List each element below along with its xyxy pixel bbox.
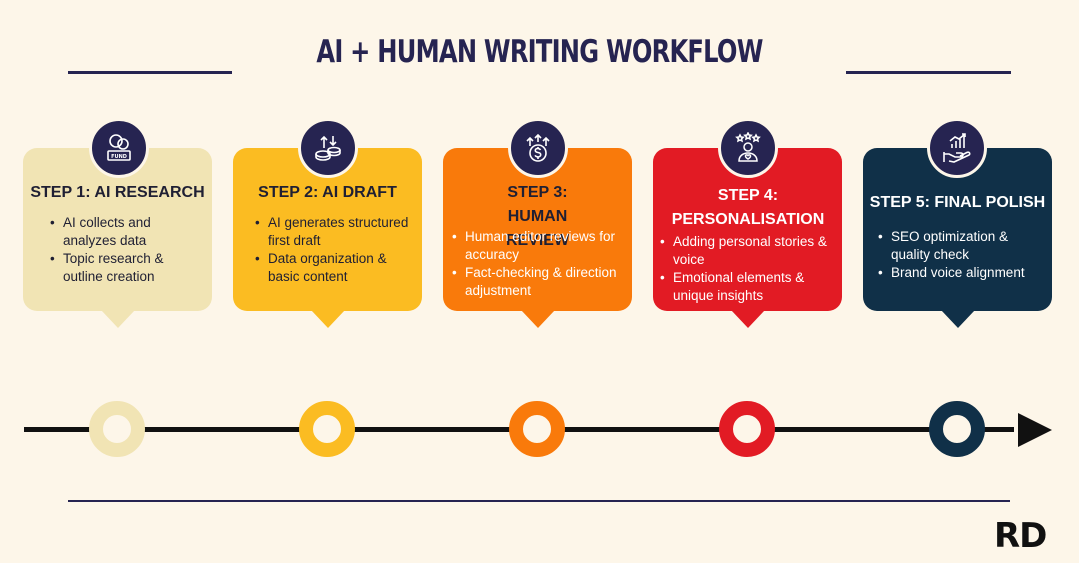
step-4-bullet-2: Emotional elements & unique insights bbox=[660, 269, 838, 305]
fund-coin-icon: FUND bbox=[107, 134, 131, 161]
timeline-node-step-2 bbox=[299, 401, 355, 457]
hand-growth-icon bbox=[943, 133, 971, 163]
svg-text:FUND: FUND bbox=[111, 154, 127, 160]
timeline-node-step-3 bbox=[509, 401, 565, 457]
step-5-bullet-1: SEO optimization & quality check bbox=[878, 228, 1048, 264]
step-4-card-pointer bbox=[730, 310, 765, 328]
step-4-bullets: Adding personal stories & voice Emotiona… bbox=[660, 233, 838, 305]
step-3-bullet-2: Fact-checking & direction adjustment bbox=[452, 264, 638, 300]
step-5-badge bbox=[927, 118, 987, 178]
step-1-heading: STEP 1: AI RESEARCH bbox=[30, 184, 205, 201]
step-3-badge bbox=[508, 118, 568, 178]
step-5-bullet-2: Brand voice alignment bbox=[878, 264, 1048, 282]
step-5-bullets: SEO optimization & quality check Brand v… bbox=[878, 228, 1048, 282]
step-2-heading: STEP 2: AI DRAFT bbox=[258, 184, 397, 201]
title-rule-right bbox=[846, 71, 1011, 74]
timeline-node-step-5 bbox=[929, 401, 985, 457]
coin-stack-icon bbox=[315, 135, 341, 161]
timeline-node-step-4 bbox=[719, 401, 775, 457]
rated-person-icon bbox=[735, 132, 761, 162]
step-2-bullet-2: Data organization & basic content bbox=[255, 250, 417, 286]
step-1-bullet-1: AI collects and analyzes data bbox=[50, 214, 205, 250]
title-rule-left bbox=[68, 71, 232, 74]
step-1-bullets: AI collects and analyzes data Topic rese… bbox=[50, 214, 205, 286]
timeline-arrow-icon bbox=[1018, 413, 1052, 447]
growth-coin-icon bbox=[526, 133, 550, 162]
step-3-bullets: Human editor reviews for accuracy Fact-c… bbox=[452, 228, 638, 300]
page-title: AI + HUMAN WRITING WORKFLOW bbox=[316, 34, 763, 70]
step-3-card: STEP 3: HUMAN REVIEW Human editor review… bbox=[443, 148, 632, 328]
step-1-badge: FUND bbox=[89, 118, 149, 178]
timeline-node-step-1 bbox=[89, 401, 145, 457]
step-3-card-pointer bbox=[520, 310, 555, 328]
brand-logo: RD bbox=[994, 516, 1047, 556]
step-4-bullet-1: Adding personal stories & voice bbox=[660, 233, 838, 269]
step-5-card-pointer bbox=[940, 310, 975, 328]
step-2-bullets: AI generates structured first draft Data… bbox=[255, 214, 417, 286]
step-4-badge bbox=[718, 118, 778, 178]
step-2-card-pointer bbox=[310, 310, 345, 328]
step-3-bullet-1: Human editor reviews for accuracy bbox=[452, 228, 638, 264]
bottom-rule bbox=[68, 500, 1010, 502]
step-4-heading: STEP 4: PERSONALISATION bbox=[671, 187, 825, 228]
step-5-heading: STEP 5: FINAL POLISH bbox=[869, 194, 1046, 211]
step-1-card-pointer bbox=[100, 310, 135, 328]
step-1-bullet-2: Topic research & outline creation bbox=[50, 250, 205, 286]
step-2-badge bbox=[298, 118, 358, 178]
step-2-bullet-1: AI generates structured first draft bbox=[255, 214, 417, 250]
